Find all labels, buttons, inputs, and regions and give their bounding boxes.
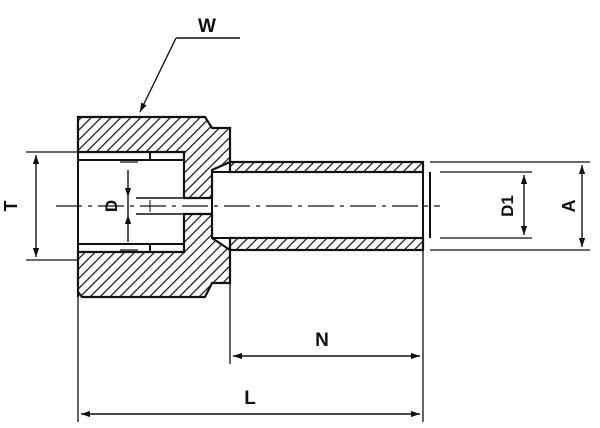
socket-details <box>77 117 431 297</box>
label-w: W <box>198 16 216 37</box>
dimension-lines <box>32 155 586 418</box>
tube-top-wall <box>228 160 425 174</box>
label-t: T <box>1 201 21 212</box>
label-d1: D1 <box>498 195 517 217</box>
extension-lines <box>26 151 590 422</box>
label-d: D <box>102 200 121 212</box>
nut-top-wall <box>76 115 232 200</box>
w-leader <box>139 37 240 113</box>
label-l: L <box>244 388 256 409</box>
nut-bottom-wall <box>76 212 232 299</box>
label-a: A <box>559 200 579 213</box>
label-n: N <box>315 330 329 351</box>
tube-bottom-wall <box>228 236 425 252</box>
section-body <box>76 115 425 299</box>
